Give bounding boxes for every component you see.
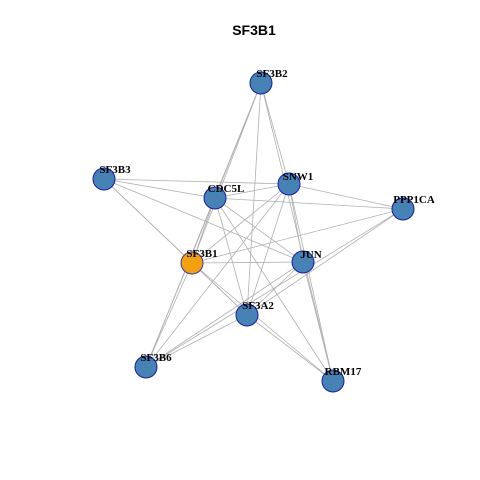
node-jun bbox=[291, 250, 315, 274]
node-label-snw1: SNW1 bbox=[283, 171, 314, 183]
node-label-ppp1ca: PPP1CA bbox=[393, 194, 435, 206]
edge-snw1-sf3b1 bbox=[191, 183, 290, 264]
edge-sf3b3-jun bbox=[103, 178, 304, 263]
edge-cdc5l-snw1 bbox=[214, 183, 290, 199]
node-sf3b3 bbox=[92, 167, 116, 191]
edge-sf3b2-sf3b1 bbox=[191, 82, 262, 264]
node-sf3b2 bbox=[249, 71, 273, 95]
edge-sf3b1-rbm17 bbox=[191, 262, 334, 382]
diagram-title: SF3B1 bbox=[232, 22, 276, 38]
node-sf3a2 bbox=[235, 303, 259, 327]
edge-jun-sf3a2 bbox=[246, 261, 304, 316]
node-rbm17 bbox=[321, 369, 345, 393]
edge-cdc5l-sf3b6 bbox=[145, 197, 216, 368]
node-layer bbox=[92, 71, 415, 393]
node-label-sf3a2: SF3A2 bbox=[242, 300, 274, 312]
edge-sf3b3-snw1 bbox=[103, 178, 290, 185]
node-label-jun: JUN bbox=[300, 249, 321, 261]
edge-snw1-rbm17 bbox=[288, 183, 334, 382]
node-cdc5l bbox=[203, 186, 227, 210]
node-label-sf3b1: SF3B1 bbox=[186, 248, 217, 260]
node-label-sf3b2: SF3B2 bbox=[256, 68, 288, 80]
node-label-sf3b3: SF3B3 bbox=[99, 164, 131, 176]
edge-sf3a2-rbm17 bbox=[246, 314, 334, 382]
edge-ppp1ca-sf3b6 bbox=[145, 208, 404, 368]
edge-cdc5l-ppp1ca bbox=[214, 197, 404, 210]
edge-sf3b1-jun bbox=[191, 261, 304, 264]
edge-snw1-sf3a2 bbox=[246, 183, 290, 316]
node-sf3b1 bbox=[180, 251, 204, 275]
edge-snw1-jun bbox=[288, 183, 304, 263]
node-sf3b6 bbox=[134, 355, 158, 379]
node-snw1 bbox=[277, 172, 301, 196]
edge-cdc5l-jun bbox=[214, 197, 304, 263]
edge-layer bbox=[103, 82, 404, 382]
edge-jun-sf3b6 bbox=[145, 261, 304, 368]
edge-sf3b3-cdc5l bbox=[103, 178, 216, 199]
edge-ppp1ca-sf3b1 bbox=[191, 208, 404, 264]
edge-sf3b1-sf3a2 bbox=[191, 262, 248, 316]
edge-sf3b2-snw1 bbox=[260, 82, 290, 185]
edge-sf3a2-sf3b6 bbox=[145, 314, 248, 368]
edge-ppp1ca-sf3a2 bbox=[246, 208, 404, 316]
edge-sf3b2-rbm17 bbox=[260, 82, 334, 382]
node-ppp1ca bbox=[391, 197, 415, 221]
edge-sf3b2-sf3a2 bbox=[246, 82, 262, 316]
node-label-sf3b6: SF3B6 bbox=[140, 352, 172, 364]
node-label-cdc5l: CDC5L bbox=[208, 183, 245, 195]
edge-cdc5l-sf3a2 bbox=[214, 197, 248, 316]
node-label-rbm17: RBM17 bbox=[325, 366, 362, 378]
edge-sf3b1-sf3b6 bbox=[145, 262, 193, 368]
edge-jun-rbm17 bbox=[302, 261, 334, 382]
edge-snw1-sf3b6 bbox=[145, 183, 290, 368]
edge-snw1-ppp1ca bbox=[288, 183, 404, 210]
